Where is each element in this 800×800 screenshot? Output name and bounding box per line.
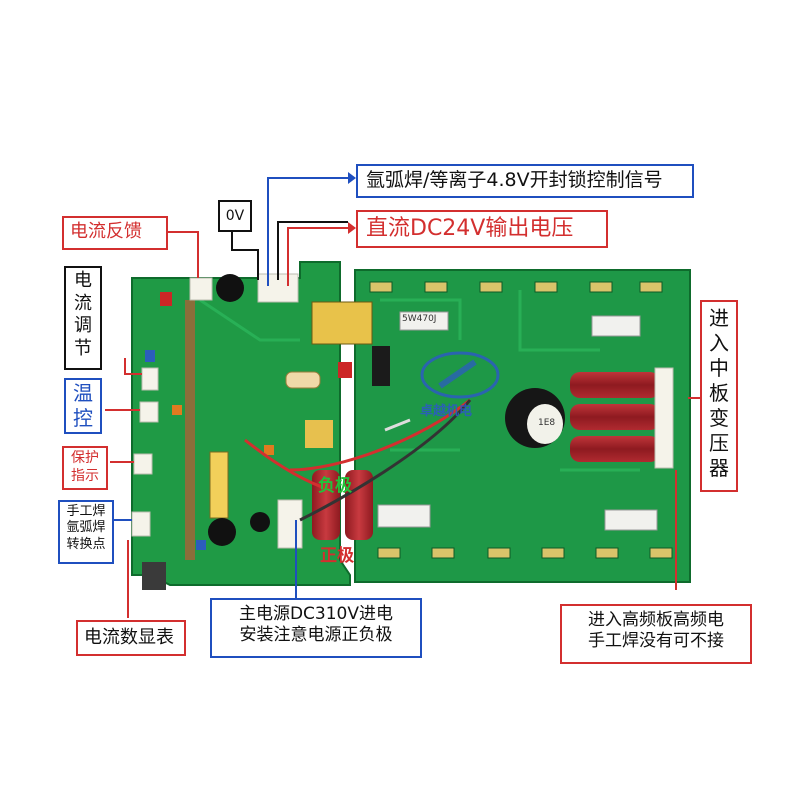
mid-transformer-label: 进 入 中 板 变 压 器 [700, 300, 738, 492]
toroid-marking: 1E8 [538, 418, 556, 428]
main-power-label: 主电源DC310V进电 安装注意电源正负极 [210, 598, 422, 658]
negative-pole-label: 负极 [318, 476, 352, 496]
hf-board-label: 进入高频板高频电 手工焊没有可不接 [560, 604, 752, 664]
brand-watermark-text: 卓越机电 [420, 404, 473, 419]
brand-watermark: 卓越机电 [420, 350, 510, 419]
zero-volt-label: 0V [218, 200, 252, 232]
protect-indicator-label: 保护 指示 [62, 446, 108, 490]
brand-logo-icon [420, 351, 500, 399]
current-feedback-label: 电流反馈 [62, 216, 168, 250]
current-meter-label: 电流数显表 [76, 620, 186, 656]
current-adjust-label: 电 流 调 节 [64, 266, 102, 370]
positive-pole-label: 正极 [320, 546, 354, 566]
temp-control-label: 温 控 [64, 378, 102, 434]
mode-switch-label: 手工焊 氩弧焊 转换点 [58, 500, 114, 564]
resistor-marking: 5W470J [402, 314, 437, 324]
argon-plasma-signal-label: 氩弧焊/等离子4.8V开封锁控制信号 [356, 164, 694, 198]
dc24-output-label: 直流DC24V输出电压 [356, 210, 608, 248]
